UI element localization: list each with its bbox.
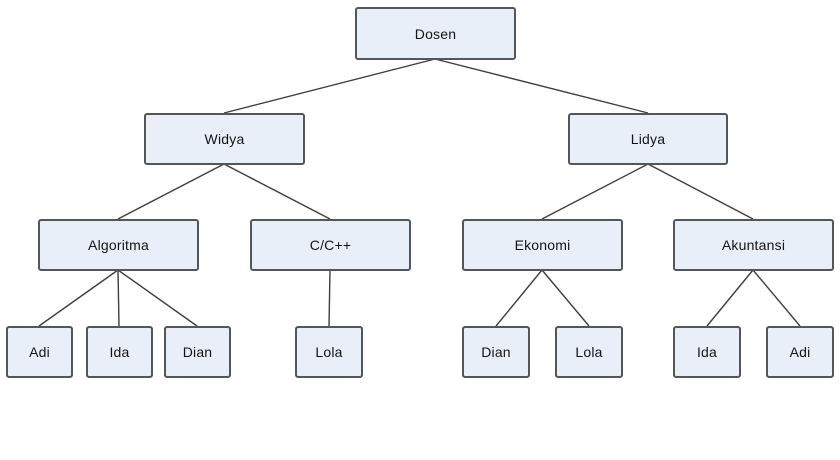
- edge-akuntansi-adi: [752, 269, 801, 327]
- edge-algoritma-dian: [117, 269, 198, 327]
- edge-ekonomi-dian: [495, 269, 543, 327]
- edge-widya-c-cpp: [223, 163, 331, 220]
- edge-lidya-ekonomi: [541, 163, 649, 220]
- edge-lidya-akuntansi: [647, 163, 754, 220]
- node-lola-2: Lola: [555, 326, 623, 378]
- edge-dosen-lidya: [434, 58, 649, 114]
- node-dosen: Dosen: [355, 7, 516, 60]
- node-algoritma: Algoritma: [38, 219, 199, 271]
- edge-akuntansi-ida: [706, 269, 754, 327]
- node-ida-2: Ida: [673, 326, 741, 378]
- node-c-cpp: C/C++: [250, 219, 411, 271]
- node-widya: Widya: [144, 113, 305, 165]
- node-lola-1: Lola: [295, 326, 363, 378]
- node-ekonomi: Ekonomi: [462, 219, 623, 271]
- node-dian-2: Dian: [462, 326, 530, 378]
- edge-ekonomi-lola: [541, 269, 590, 327]
- edge-dosen-widya: [223, 58, 436, 114]
- node-adi-2: Adi: [766, 326, 834, 378]
- node-dian-1: Dian: [164, 326, 231, 378]
- edge-c-cpp-lola: [328, 269, 331, 327]
- node-ida-1: Ida: [86, 326, 153, 378]
- edge-widya-algoritma: [117, 163, 225, 220]
- node-akuntansi: Akuntansi: [673, 219, 834, 271]
- node-lidya: Lidya: [568, 113, 728, 165]
- edge-algoritma-adi: [38, 269, 119, 327]
- edge-algoritma-ida: [117, 269, 120, 327]
- node-adi-1: Adi: [6, 326, 73, 378]
